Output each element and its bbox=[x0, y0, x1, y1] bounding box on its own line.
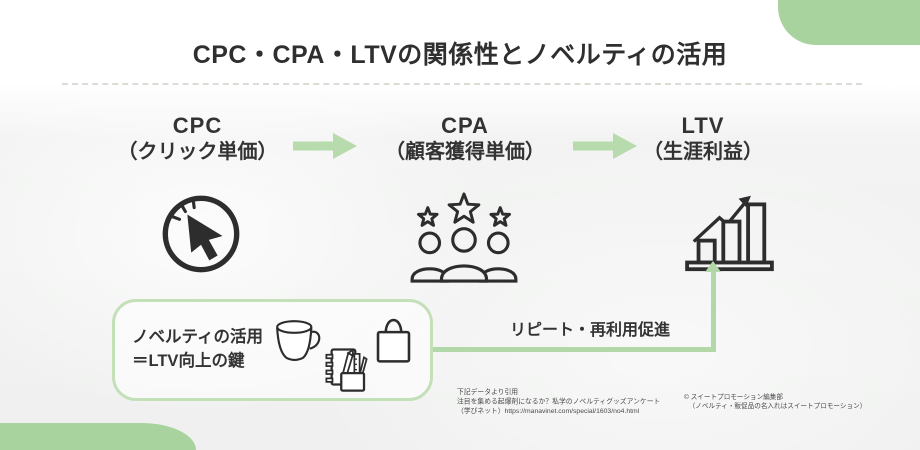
connector-arrowhead-icon bbox=[705, 261, 721, 272]
novelty-box-line2: ＝LTV向上の鍵 bbox=[132, 351, 245, 370]
mouse-click-icon bbox=[157, 190, 245, 278]
footnote-source: 下記データより引用 注目を集める起爆剤になるか？私学のノベルティグッズアンケート… bbox=[457, 388, 770, 417]
connector-label: リピート・再利用促進 bbox=[509, 322, 670, 339]
novelty-box: ノベルティの活用 ＝LTV向上の鍵 bbox=[112, 299, 433, 401]
footnote-credit: © スイートプロモーション編集部 （ノベルティ・販促品の名入れはスイートプロモー… bbox=[684, 393, 920, 412]
stationery-icon bbox=[322, 346, 371, 395]
tote-bag-icon bbox=[372, 311, 415, 367]
step-ltv: LTV （生涯利益） bbox=[603, 112, 803, 166]
mug-icon bbox=[273, 318, 323, 366]
step-cpa-abbr: CPA bbox=[441, 113, 489, 138]
flow-arrow-icon bbox=[573, 133, 637, 159]
step-ltv-label: （生涯利益） bbox=[643, 141, 763, 163]
flow-arrow-icon bbox=[293, 133, 357, 159]
corner-accent-top-right bbox=[778, 0, 920, 45]
title-divider bbox=[62, 83, 862, 85]
step-cpa-label: （顧客獲得単価） bbox=[385, 141, 545, 163]
page-title: CPC・CPA・LTVの関係性とノベルティの活用 bbox=[192, 41, 728, 69]
footnote-credit-line1: © スイートプロモーション編集部 bbox=[684, 393, 783, 401]
connector-line-vertical bbox=[711, 271, 716, 352]
footnote-source-title: 注目を集める起爆剤になるか？私学のノベルティグッズアンケート bbox=[457, 398, 661, 406]
corner-accent-bottom-left bbox=[0, 423, 196, 450]
novelty-box-text: ノベルティの活用 ＝LTV向上の鍵 bbox=[132, 326, 263, 373]
connector-line-horizontal bbox=[430, 347, 711, 352]
step-cpa: CPA （顧客獲得単価） bbox=[350, 112, 580, 166]
footnote-source-intro: 下記データより引用 bbox=[457, 388, 519, 397]
step-cpc: CPC （クリック単価） bbox=[100, 112, 295, 166]
step-ltv-abbr: LTV bbox=[681, 113, 725, 138]
customers-stars-icon bbox=[400, 191, 528, 284]
footnote-credit-line2: （ノベルティ・販促品の名入れはスイートプロモーション） bbox=[688, 403, 867, 411]
step-cpc-abbr: CPC bbox=[172, 113, 223, 138]
footnote-source-url: （学びネット）https://manavinet.com/special/160… bbox=[457, 407, 640, 416]
novelty-box-line1: ノベルティの活用 bbox=[132, 328, 264, 346]
step-cpc-label: （クリック単価） bbox=[117, 141, 278, 163]
growth-chart-icon bbox=[684, 192, 775, 273]
